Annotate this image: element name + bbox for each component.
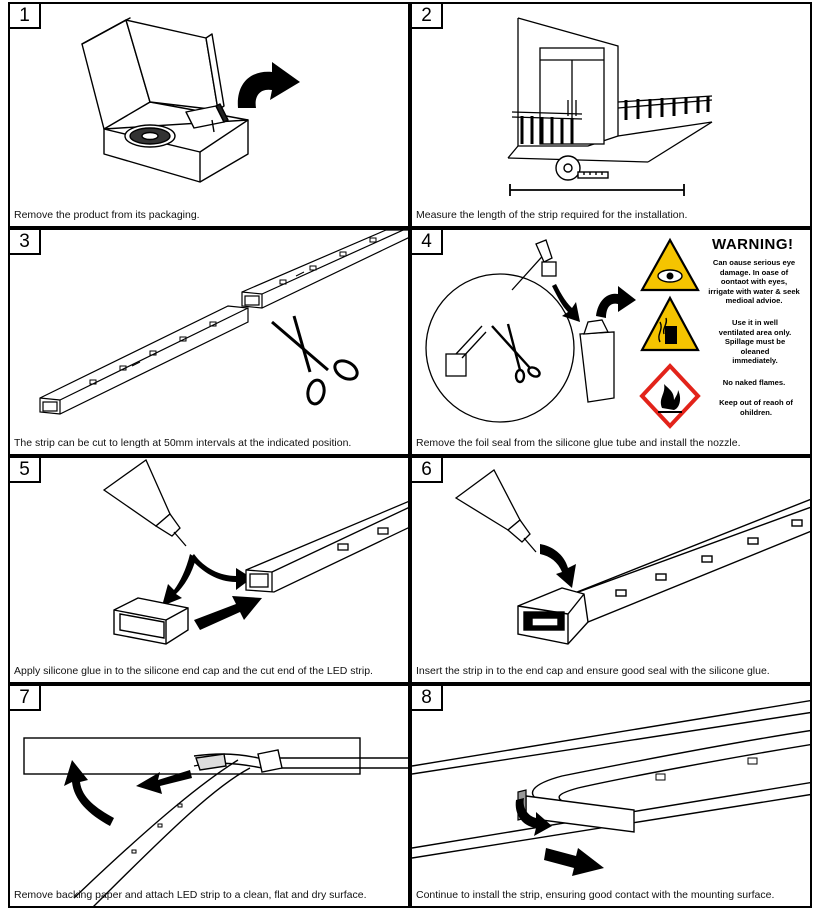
step-number: 7 — [10, 686, 41, 711]
fumes-hazard-icon — [640, 295, 700, 352]
warning-title: WARNING! — [712, 236, 794, 253]
box-icon — [81, 17, 249, 183]
step-panel-1: 1 Remove the product from its packaging. — [8, 2, 410, 228]
led-strip-icon — [517, 498, 810, 645]
mounting-surface-icon — [412, 699, 810, 876]
step-number: 8 — [412, 686, 443, 711]
step-panel-4: 4 WARNIN — [410, 228, 812, 456]
warning-flames-text: No naked flames. — [722, 378, 786, 387]
glue-tube-icon — [102, 459, 252, 606]
step-caption: Remove the product from its packaging. — [14, 209, 200, 221]
glue-tube-icon — [425, 239, 636, 423]
step-number: 4 — [412, 230, 443, 255]
glue-tube-icon — [454, 469, 576, 588]
step-panel-5: 5 Apply silicone glue in to th — [8, 456, 410, 684]
tape-measure-icon — [509, 155, 685, 196]
arrow-icon — [237, 62, 300, 108]
warning-ventilation-text: Use it in well ventilated area only. Spi… — [718, 318, 792, 365]
led-strip-icon — [39, 230, 408, 415]
step-caption: Continue to install the strip, ensuring … — [416, 889, 775, 901]
flame-hazard-icon — [639, 363, 701, 429]
step-caption: Remove backing paper and attach LED stri… — [14, 889, 367, 901]
step-caption: Measure the length of the strip required… — [416, 209, 688, 221]
led-strip-icon — [245, 500, 408, 593]
step-number: 1 — [10, 4, 41, 29]
step-number: 3 — [10, 230, 41, 255]
step-number: 6 — [412, 458, 443, 483]
step-panel-7: 7 Remove backing paper and attach LED st… — [8, 684, 410, 908]
warning-eye-text: Can oause serious eye damage. In oase of… — [708, 258, 800, 305]
step-caption: The strip can be cut to length at 50mm i… — [14, 437, 352, 449]
step-caption: Insert the strip in to the end cap and e… — [416, 665, 770, 677]
step-number: 2 — [412, 4, 443, 29]
scissors-icon — [271, 315, 359, 406]
step-caption: Apply silicone glue in to the silicone e… — [14, 665, 373, 677]
warning-children-text: Keep out of reaoh of ohildren. — [719, 398, 793, 417]
step-number: 5 — [10, 458, 41, 483]
step-panel-6: 6 Insert the strip in to the end cap and… — [410, 456, 812, 684]
building-icon — [507, 17, 713, 163]
step-panel-3: 3 The strip can — [8, 228, 410, 456]
end-cap-icon — [113, 596, 262, 645]
mounting-surface-icon — [23, 737, 408, 906]
step-panel-2: 2 — [410, 2, 812, 228]
eye-hazard-icon — [640, 237, 700, 292]
step-caption: Remove the foil seal from the silicone g… — [416, 437, 741, 449]
step-panel-8: 8 Continue to install the strip, ensurin… — [410, 684, 812, 908]
